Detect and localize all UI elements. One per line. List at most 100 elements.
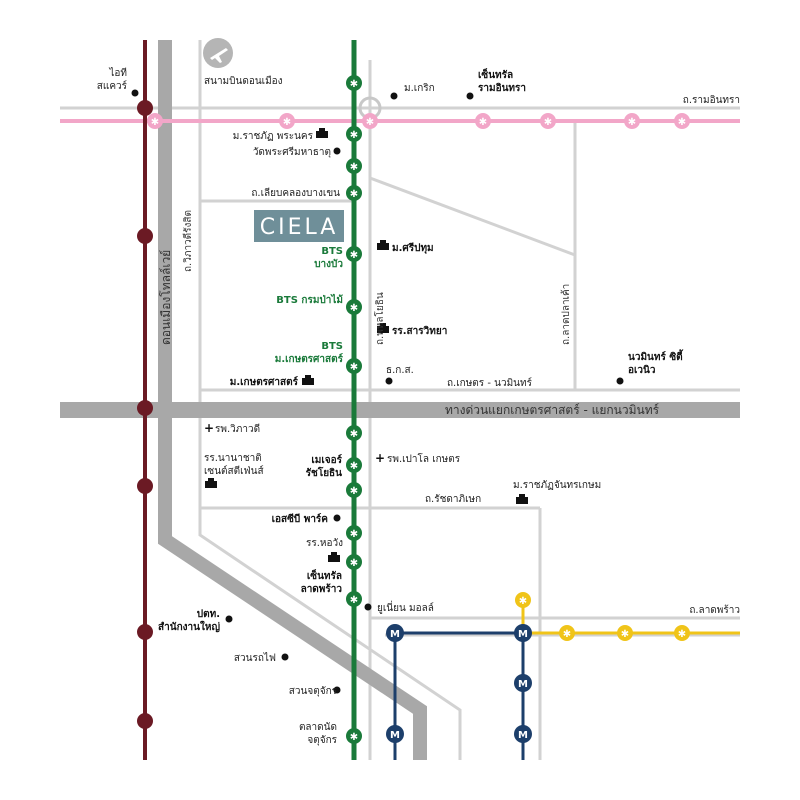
cross-icon: + [375, 451, 385, 465]
yellow-station: ✱ [515, 592, 531, 608]
mrt-blue-line [393, 631, 525, 760]
road-label-expressway: ทางด่วนแยกเกษตรศาสตร์ - แยกนวมินทร์ [445, 403, 660, 417]
road-label-lieab-khlong: ถ.เลียบคลองบางเขน [251, 187, 340, 199]
label-nawamin-city-1: นวมินทร์ ซิตี้ [628, 349, 684, 363]
dot-icon [385, 377, 393, 385]
school-building-icon [377, 240, 389, 250]
airplane-icon [203, 38, 233, 68]
label-central-ladprao-1: เซ็นทรัล [307, 568, 342, 582]
svg-text:M: M [518, 679, 528, 690]
pink-station: ✱ [624, 113, 640, 129]
vibhavadi-road-lower [198, 520, 462, 760]
svg-text:✱: ✱ [678, 629, 686, 640]
road-labels: ถ.รามอินทรา ถ.เลียบคลองบางเขน ถ.วิภาวดีร… [159, 95, 740, 616]
ramintra-diagonal [369, 176, 576, 257]
dot-icon [333, 147, 341, 155]
school-building-icon [205, 478, 217, 488]
label-ptt-2: สำนักงานใหญ่ [158, 620, 220, 633]
svg-text:✱: ✱ [350, 250, 358, 261]
dot-icon [390, 92, 398, 100]
svg-text:CIELA: CIELA [260, 215, 339, 240]
red-station [137, 624, 153, 640]
don-mueang-tollway [158, 40, 427, 760]
svg-text:✱: ✱ [350, 732, 358, 743]
label-bts-bang-bua-1: BTS [321, 246, 343, 257]
svg-text:✱: ✱ [350, 486, 358, 497]
red-station [137, 100, 153, 116]
svg-text:✱: ✱ [621, 629, 629, 640]
svg-text:✱: ✱ [350, 303, 358, 314]
bts-station-icon: ✱ [346, 525, 362, 541]
svg-text:M: M [390, 730, 400, 741]
hospital-icons: + + [204, 421, 385, 465]
svg-text:M: M [518, 629, 528, 640]
label-major-2: รัชโยธิน [306, 466, 342, 479]
mrt-m-icon: M [514, 725, 532, 743]
expressways [60, 40, 740, 760]
road-label-lat-pla-khao: ถ.ลาดปลาเค้า [560, 284, 572, 345]
dot-icon [225, 615, 233, 623]
cross-icon: + [204, 421, 214, 435]
yellow-stations: ✱ ✱ ✱ ✱ [515, 592, 690, 641]
mrt-stations: M M M M M [386, 624, 532, 743]
school-building-icon [316, 128, 328, 138]
svg-text:✱: ✱ [350, 189, 358, 200]
label-it-square-1: ไอที [108, 67, 127, 79]
school-icons [205, 128, 528, 562]
label-bts-kaset-2: ม.เกษตรศาสตร์ [275, 353, 344, 365]
bts-station-icon: ✱ [346, 482, 362, 498]
label-union-mall: ยูเนี่ยน มอลล์ [377, 600, 434, 614]
pink-station: ✱ [147, 113, 163, 129]
road-label-lat-phrao: ถ.ลาดพร้าว [689, 604, 740, 616]
bts-station-icon: ✱ [346, 75, 362, 91]
bts-station-icon: ✱ [346, 591, 362, 607]
bts-station-icon: ✱ [346, 185, 362, 201]
svg-text:✱: ✱ [151, 117, 159, 128]
red-station [137, 228, 153, 244]
dot-icon [333, 514, 341, 522]
svg-text:✱: ✱ [350, 130, 358, 141]
mrt-m-icon: M [514, 624, 532, 642]
label-bts-kaset-1: BTS [321, 341, 343, 352]
label-central-ladprao-2: ลาดพร้าว [301, 583, 343, 595]
svg-text:✱: ✱ [283, 117, 291, 128]
svg-text:✱: ✱ [350, 429, 358, 440]
bts-station-icon: ✱ [346, 158, 362, 174]
dot-icon [466, 92, 474, 100]
svg-text:M: M [390, 629, 400, 640]
landmark-dots [131, 89, 624, 694]
ciela-logo: CIELA [254, 210, 344, 242]
label-sripatum: ม.ศรีปทุม [392, 242, 434, 254]
svg-text:✱: ✱ [678, 117, 686, 128]
mrt-m-icon: M [386, 725, 404, 743]
label-vibhavadi-hospital: รพ.วิภาวดี [215, 423, 260, 435]
svg-text:✱: ✱ [350, 79, 358, 90]
place-labels: สนามบินดอนเมือง ไอที สแควร์ ม.เกริก เซ็น… [97, 67, 684, 746]
pink-station: ✱ [674, 113, 690, 129]
road-label-kaset-nawamin: ถ.เกษตร - นวมินทร์ [447, 377, 533, 389]
dot-icon [131, 89, 139, 97]
label-rot-fai-park: สวนรถไฟ [234, 652, 276, 664]
svg-text:✱: ✱ [350, 529, 358, 540]
label-chatuchak-park: สวนจตุจักร [289, 686, 338, 697]
road-label-vibhavadi: ถ.วิภาวดีรังสิต [182, 210, 194, 272]
dot-icon [616, 377, 624, 385]
label-chatuchak-market-1: ตลาดนัด [299, 722, 337, 733]
red-station [137, 478, 153, 494]
red-station [137, 713, 153, 729]
label-ho-wang: รร.หอวัง [306, 538, 343, 549]
label-st-stephen-2: เซนต์สตีเฟ่นส์ [204, 465, 264, 477]
road-label-ramintra: ถ.รามอินทรา [683, 95, 740, 106]
bts-station-icon: ✱ [346, 246, 362, 262]
pink-station: ✱ [362, 113, 378, 129]
label-bts-krom-pa-mai: BTS กรมป่าไม้ [276, 293, 343, 306]
yellow-station: ✱ [559, 625, 575, 641]
bts-station-icon: ✱ [346, 425, 362, 441]
pink-station: ✱ [475, 113, 491, 129]
road-label-phahonyothin: ถ.พหลโยธิน [373, 292, 386, 345]
pink-station: ✱ [279, 113, 295, 129]
label-rajabhat-phranakhon: ม.ราชภัฏ พระนคร [233, 131, 314, 142]
dot-icon [333, 686, 341, 694]
label-paolo-kaset: รพ.เปาโล เกษตร [387, 452, 461, 465]
